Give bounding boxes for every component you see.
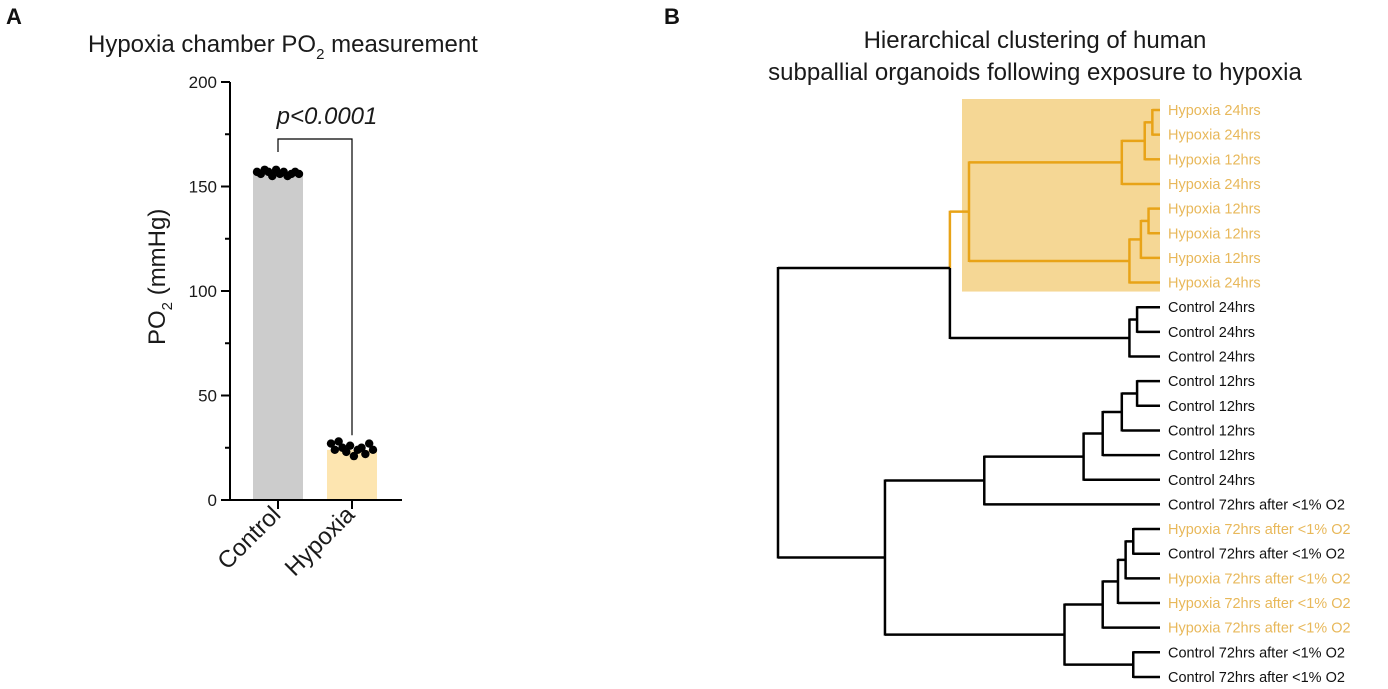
chart-b-title-line-1: Hierarchical clustering of human xyxy=(864,27,1207,54)
bar-control xyxy=(253,171,303,500)
p-value-label: p<0.0001 xyxy=(276,103,378,130)
leaf-label: Control 72hrs after <1% O2 xyxy=(1168,497,1345,513)
data-point xyxy=(361,449,370,459)
leaf-label: Control 24hrs xyxy=(1168,325,1255,341)
leaf-label: Hypoxia 24hrs xyxy=(1168,276,1261,292)
chart-b-title-line-2: subpallial organoids following exposure … xyxy=(768,59,1302,86)
leaf-label: Control 72hrs after <1% O2 xyxy=(1168,670,1345,686)
leaf-label: Control 12hrs xyxy=(1168,448,1255,464)
y-tick-label: 100 xyxy=(189,282,217,301)
y-tick-label: 50 xyxy=(198,387,217,406)
leaf-label: Control 72hrs after <1% O2 xyxy=(1168,645,1345,661)
data-point xyxy=(334,437,343,446)
data-point xyxy=(368,445,378,455)
y-tick-label: 150 xyxy=(189,178,217,197)
chart-a-title-subscript: 2 xyxy=(316,46,324,63)
leaf-label: Control 24hrs xyxy=(1168,350,1255,366)
leaf-label: Hypoxia 72hrs after <1% O2 xyxy=(1168,621,1351,637)
leaf-label: Hypoxia 24hrs xyxy=(1168,128,1261,144)
data-point xyxy=(345,441,355,450)
data-point xyxy=(342,447,351,457)
y-axis-label: PO2 (mmHg) xyxy=(144,209,176,345)
chart-a-title-suffix: measurement xyxy=(324,31,478,58)
y-tick-label: 0 xyxy=(208,491,217,510)
data-point xyxy=(326,439,336,448)
leaf-label: Control 24hrs xyxy=(1168,300,1255,316)
x-tick-label-control: Control xyxy=(212,501,286,575)
x-tick-label-hypoxia: Hypoxia xyxy=(280,501,361,582)
leaf-label: Control 24hrs xyxy=(1168,473,1255,489)
leaf-label: Hypoxia 24hrs xyxy=(1168,103,1261,119)
panel-label-a: A xyxy=(6,4,22,29)
y-axis-label-subscript: 2 xyxy=(159,302,176,310)
significance-bracket xyxy=(277,138,353,436)
chart-a-title: Hypoxia chamber PO2 measurement xyxy=(88,31,478,63)
data-point xyxy=(349,451,359,461)
leaf-label: Hypoxia 12hrs xyxy=(1168,251,1261,267)
chart-a-title-main: Hypoxia chamber PO xyxy=(88,31,316,58)
data-point xyxy=(330,445,340,455)
panel-label-b: B xyxy=(664,4,680,29)
leaf-label: Control 12hrs xyxy=(1168,423,1255,439)
data-point xyxy=(357,443,366,452)
bar-chart-po2: Hypoxia chamber PO2 measurement PO2 (mmH… xyxy=(88,31,478,582)
data-point xyxy=(294,169,304,179)
y-tick-label: 200 xyxy=(189,73,217,92)
leaf-label: Hypoxia 12hrs xyxy=(1168,202,1261,218)
leaf-label: Hypoxia 72hrs after <1% O2 xyxy=(1168,522,1351,538)
leaf-label: Control 12hrs xyxy=(1168,374,1255,390)
leaf-label: Hypoxia 24hrs xyxy=(1168,177,1261,193)
data-point xyxy=(268,171,277,181)
y-axis-label-main: PO xyxy=(144,310,171,345)
data-point xyxy=(364,439,374,448)
y-axis-label-suffix: (mmHg) xyxy=(144,209,171,302)
leaf-label: Control 12hrs xyxy=(1168,399,1255,415)
dendrogram-clustering: Hierarchical clustering of human subpall… xyxy=(768,27,1350,686)
leaf-label: Hypoxia 12hrs xyxy=(1168,226,1261,242)
leaf-label: Hypoxia 72hrs after <1% O2 xyxy=(1168,571,1351,587)
leaf-label: Control 72hrs after <1% O2 xyxy=(1168,547,1345,563)
leaf-label: Hypoxia 12hrs xyxy=(1168,152,1261,168)
leaf-label: Hypoxia 72hrs after <1% O2 xyxy=(1168,596,1351,612)
hypoxia-cluster-highlight xyxy=(962,99,1160,292)
